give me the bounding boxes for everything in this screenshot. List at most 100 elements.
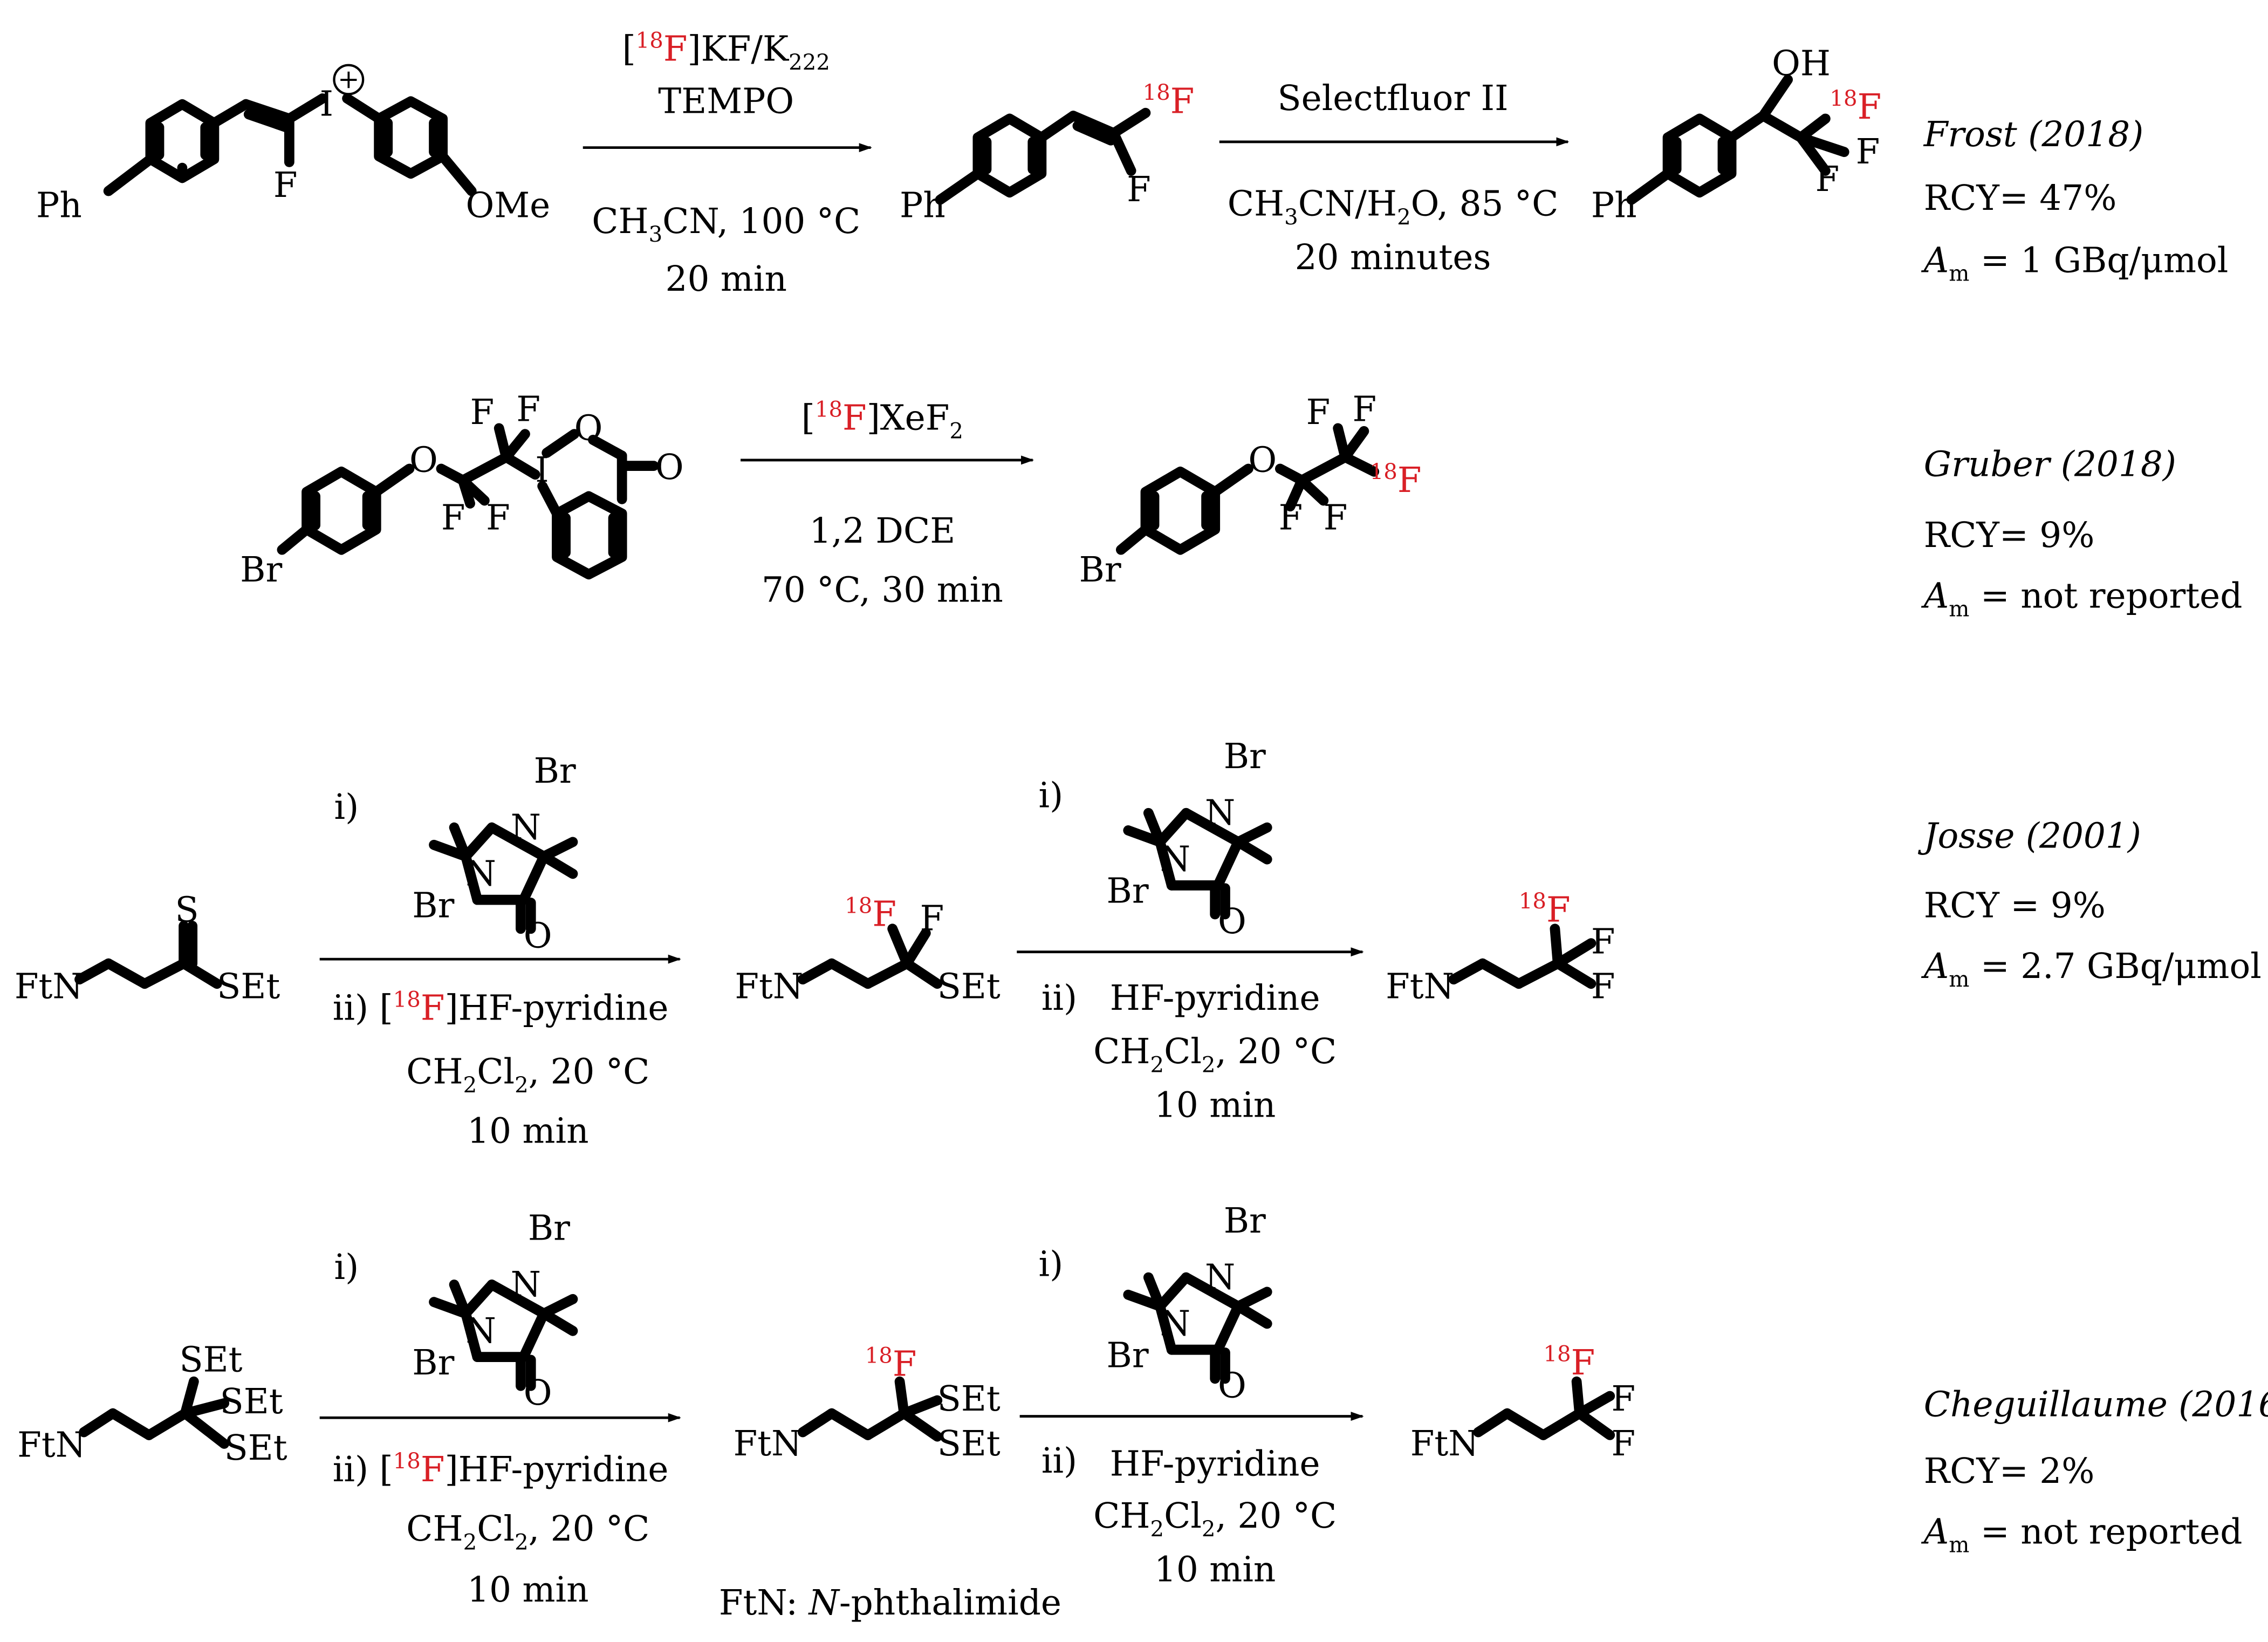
svg-text:ii) [18F]HF-pyridine: ii) [18F]HF-pyridine <box>333 1449 669 1490</box>
svg-text:Br: Br <box>412 885 454 926</box>
row2-starting-material: Br O F F F F I O O <box>240 389 683 590</box>
svg-text:Br: Br <box>1224 1201 1266 1241</box>
svg-text:18F: 18F <box>1143 80 1195 121</box>
ph-label: Ph <box>36 185 82 225</box>
row3-reference: Josse (2001) RCY = 9% Am = 2.7 GBq/μmol <box>1918 816 2262 992</box>
svg-text:O: O <box>655 447 684 488</box>
ref-author-josse: Josse (2001) <box>1918 816 2141 857</box>
selectfluor-label: Selectfluor II <box>1278 78 1509 119</box>
svg-text:F: F <box>920 898 944 939</box>
iodonium-charge: + <box>338 65 359 95</box>
svg-text:F: F <box>1611 1379 1635 1419</box>
svg-text:S: S <box>175 890 198 930</box>
svg-text:[18F]KF/K222: [18F]KF/K222 <box>622 29 830 75</box>
svg-text:Am = 1 GBq/μmol: Am = 1 GBq/μmol <box>1921 240 2229 286</box>
svg-text:F: F <box>441 498 465 538</box>
svg-text:18F: 18F <box>1519 889 1571 930</box>
row4-starting-material: FtN SEt SEt SEt <box>17 1339 287 1468</box>
svg-text:70 °C, 30 min: 70 °C, 30 min <box>762 570 1003 611</box>
svg-text:SEt: SEt <box>180 1339 243 1380</box>
svg-text:O: O <box>1218 901 1246 942</box>
svg-text:SEt: SEt <box>937 967 1001 1007</box>
svg-text:F: F <box>1856 132 1880 172</box>
f-label: F <box>273 165 298 206</box>
row3-intermediate: FtN 18F F SEt <box>735 893 1001 1007</box>
svg-text:CH2Cl2, 20 °C: CH2Cl2, 20 °C <box>1093 1496 1337 1542</box>
svg-text:i): i) <box>1039 776 1064 816</box>
svg-text:O: O <box>524 916 552 956</box>
svg-text:SEt: SEt <box>937 1379 1001 1419</box>
svg-text:Br: Br <box>240 550 282 590</box>
row4-intermediate: FtN 18F SEt SEt <box>734 1343 1001 1464</box>
svg-text:i): i) <box>1039 1244 1064 1284</box>
row3-arrow2: i) Br N N Br O ii) HF-pyridine CH2Cl2, 2… <box>1017 736 1364 1125</box>
svg-text:10 min: 10 min <box>467 1570 588 1610</box>
svg-text:RCY= 9%: RCY= 9% <box>1924 515 2095 556</box>
row3-starting-material: FtN S SEt <box>15 890 280 1007</box>
svg-text:N: N <box>511 808 541 848</box>
isotope-label: 18 <box>636 29 663 53</box>
svg-text:Am = not reported: Am = not reported <box>1921 576 2243 621</box>
svg-text:10 min: 10 min <box>1154 1085 1276 1125</box>
svg-text:SEt: SEt <box>937 1424 1001 1464</box>
svg-text:F: F <box>470 392 495 433</box>
svg-text:ii) [18F]HF-pyridine: ii) [18F]HF-pyridine <box>333 988 669 1029</box>
svg-text:N: N <box>1160 839 1190 880</box>
svg-text:F: F <box>1306 392 1331 433</box>
svg-text:F: F <box>1279 498 1303 538</box>
row1-reference: Frost (2018) RCY= 47% Am = 1 GBq/μmol <box>1921 114 2229 286</box>
ref-author-frost: Frost (2018) <box>1923 114 2144 155</box>
svg-text:RCY= 2%: RCY= 2% <box>1924 1451 2095 1492</box>
svg-text:F: F <box>1591 921 1615 962</box>
row3-product: FtN 18F F F <box>1386 889 1615 1007</box>
i-label: I <box>320 84 333 125</box>
svg-text:CH2Cl2, 20 °C: CH2Cl2, 20 °C <box>406 1509 649 1555</box>
svg-text:O: O <box>1248 440 1277 480</box>
row4-reference: Cheguillaume (2016) RCY= 2% Am = not rep… <box>1921 1385 2268 1558</box>
svg-text:Br: Br <box>412 1343 454 1383</box>
svg-text:Br: Br <box>1107 871 1149 912</box>
svg-text:CH2Cl2, 20 °C: CH2Cl2, 20 °C <box>406 1052 649 1098</box>
row1-starting-material: + Ph F I OMe <box>36 64 550 225</box>
svg-text:N: N <box>1160 1303 1190 1344</box>
row4-product: FtN 18F F F <box>1410 1342 1635 1464</box>
svg-text:N: N <box>466 1311 496 1351</box>
svg-text:FtN: FtN <box>15 967 83 1007</box>
svg-text:i): i) <box>334 1247 359 1288</box>
svg-text:SEt: SEt <box>220 1381 283 1422</box>
svg-text:18F: 18F <box>845 893 896 934</box>
svg-text:FtN: FtN <box>1410 1424 1479 1464</box>
svg-text:20 minutes: 20 minutes <box>1295 237 1491 278</box>
svg-text:N: N <box>511 1264 541 1305</box>
svg-text:CH3CN/H2O, 85 °C: CH3CN/H2O, 85 °C <box>1228 184 1559 230</box>
svg-text:Ph: Ph <box>1591 185 1637 225</box>
svg-text:Br: Br <box>528 1208 570 1248</box>
svg-text:OH: OH <box>1772 44 1831 84</box>
row2-product: Br O F F F F 18F <box>1079 389 1422 590</box>
svg-text:18F: 18F <box>865 1343 917 1384</box>
tempo-label: TEMPO <box>658 81 794 121</box>
svg-text:O: O <box>574 408 603 448</box>
svg-text:O: O <box>524 1373 552 1413</box>
row1-arrow2: Selectfluor II CH3CN/H2O, 85 °C 20 minut… <box>1219 78 1570 278</box>
svg-text:N: N <box>1205 1257 1235 1298</box>
time-label: 20 min <box>666 259 787 299</box>
svg-text:18F: 18F <box>1543 1342 1595 1383</box>
row1-product: OH Ph 18F F F <box>1591 44 1881 226</box>
svg-text:HF-pyridine: HF-pyridine <box>1110 978 1320 1018</box>
svg-text:ii): ii) <box>1042 978 1077 1018</box>
svg-text:ii): ii) <box>1042 1441 1077 1481</box>
svg-text:F: F <box>1815 159 1840 200</box>
row4-arrow2: i) Br N N Br O ii) HF-pyridine CH2Cl2, 2… <box>1019 1201 1364 1590</box>
svg-text:F: F <box>486 498 510 538</box>
row1-arrow1: [18F]KF/K222 TEMPO CH3CN, 100 °C 20 min <box>583 29 872 299</box>
svg-text:O: O <box>1218 1366 1246 1406</box>
svg-text:Br: Br <box>1224 736 1266 777</box>
svg-text:SEt: SEt <box>217 967 280 1007</box>
svg-text:FtN: FtN <box>735 967 803 1007</box>
svg-text:Br: Br <box>534 751 576 791</box>
svg-text:N: N <box>466 853 496 894</box>
svg-text:10 min: 10 min <box>467 1111 588 1152</box>
svg-text:FtN: FtN <box>1386 967 1454 1007</box>
